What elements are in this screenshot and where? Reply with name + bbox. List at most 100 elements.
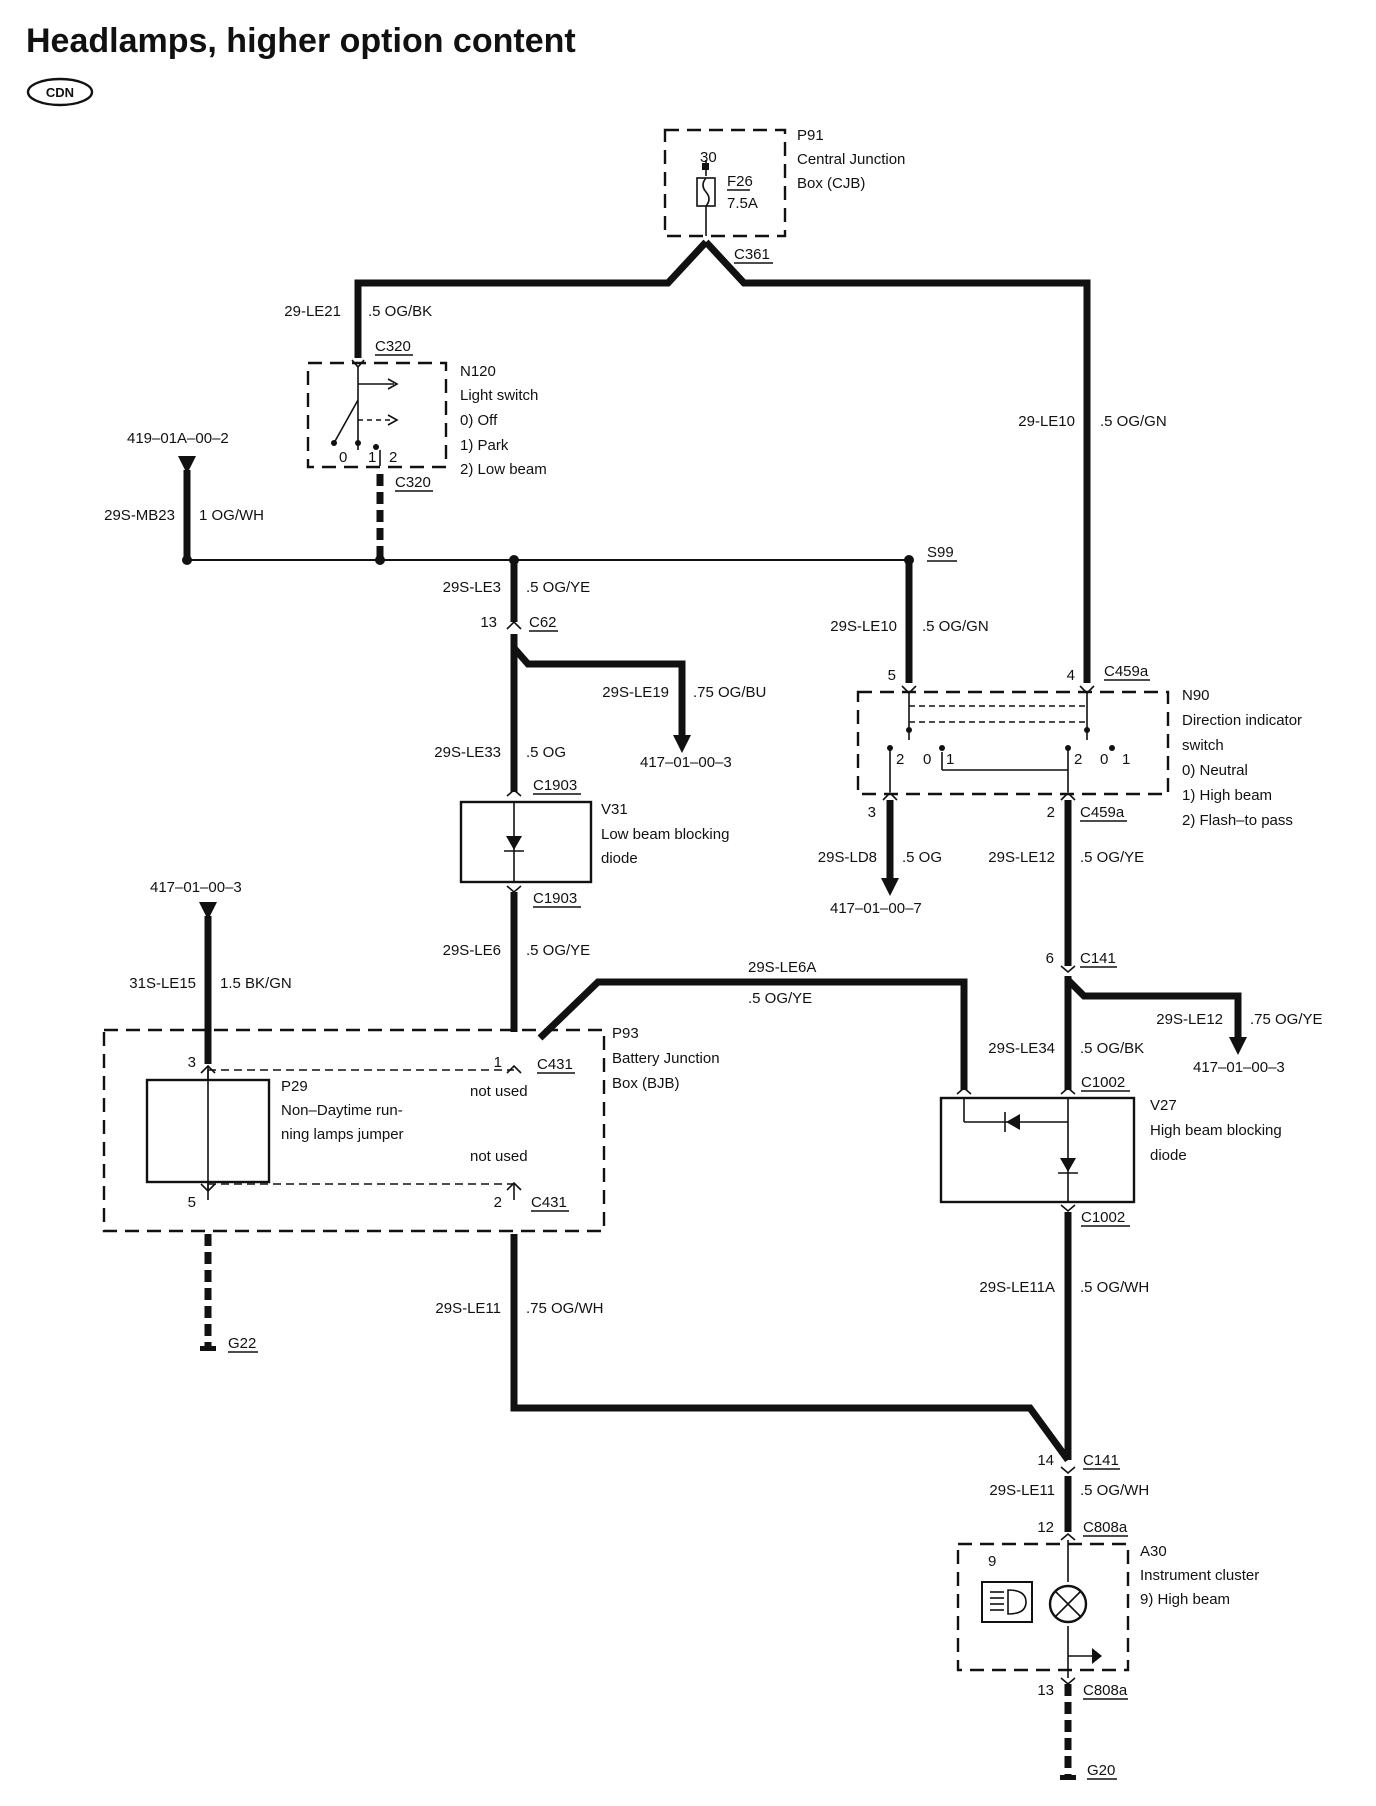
ref-417-le19: 417–01–00–3 — [640, 754, 732, 771]
ref-417-p29: 417–01–00–3 — [150, 879, 242, 896]
wire-le33-spec: .5 OG — [526, 744, 566, 761]
p93-name-line1: Battery Junction — [612, 1050, 720, 1067]
wire-mb23-code: 29S-MB23 — [104, 507, 175, 524]
wire-le33-code: 29S-LE33 — [434, 744, 501, 761]
wire-29s-le12-branch — [1065, 977, 1242, 1040]
n120-opt-0: 0) Off — [460, 412, 498, 429]
connector-c141-bottom: C141 — [1083, 1452, 1119, 1469]
n120-name: Light switch — [460, 387, 538, 404]
ground-g22: G22 — [228, 1335, 256, 1352]
ref-417-le12: 417–01–00–3 — [1193, 1059, 1285, 1076]
wire-le12a-code: 29S-LE12 — [988, 849, 1055, 866]
wire-le11b-code: 29S-LE11 — [989, 1482, 1055, 1499]
wire-le10-code: 29-LE10 — [1018, 413, 1075, 430]
wire-le34-code: 29S-LE34 — [988, 1040, 1055, 1057]
connector-c459a-top: C459a — [1104, 663, 1149, 680]
wire-sle10-code: 29S-LE10 — [830, 618, 897, 635]
wire-le11a-spec: .5 OG/WH — [1080, 1279, 1149, 1296]
connector-c808a-top: C808a — [1083, 1519, 1128, 1536]
c62-pin-13: 13 — [480, 614, 497, 631]
cjb-pin-30: 30 — [700, 149, 717, 166]
market-badge-label: CDN — [46, 85, 74, 100]
n90-pin-3: 3 — [868, 804, 876, 821]
central-junction-box-p91 — [663, 128, 787, 238]
connector-c361: C361 — [734, 246, 770, 263]
light-switch-n120 — [306, 359, 448, 469]
n90-contact-left-1: 1 — [946, 751, 954, 768]
n120-opt-2: 2) Low beam — [460, 461, 547, 478]
arrow-419 — [178, 456, 196, 474]
direction-indicator-switch-n90 — [856, 685, 1170, 796]
wire-le11a-code: 29S-LE11A — [979, 1279, 1055, 1296]
wire-le21-spec: .5 OG/BK — [368, 303, 432, 320]
connector-c1002-top: C1002 — [1081, 1074, 1125, 1091]
p93-not-used-2: not used — [470, 1148, 528, 1165]
connector-c62: C62 — [529, 614, 557, 631]
p93-not-used-1: not used — [470, 1083, 528, 1100]
n90-contact-left-0: 0 — [923, 751, 931, 768]
n90-contact-right-1: 1 — [1122, 751, 1130, 768]
connector-c431-bottom: C431 — [531, 1194, 567, 1211]
p93-pin-3: 3 — [188, 1054, 196, 1071]
high-beam-blocking-diode-v27 — [939, 1086, 1136, 1213]
a30-id: A30 — [1140, 1543, 1167, 1560]
p91-name-line2: Box (CJB) — [797, 175, 865, 192]
n120-id: N120 — [460, 363, 496, 380]
wire-29s-le19 — [511, 645, 686, 738]
n120-pin-0: 0 — [339, 449, 347, 466]
arrow-ld8 — [881, 878, 899, 896]
n90-pin-4: 4 — [1067, 667, 1075, 684]
c808a-pin-13: 13 — [1037, 1682, 1054, 1699]
wire-le19-spec: .75 OG/BU — [693, 684, 766, 701]
wire-le11b-spec: .5 OG/WH — [1080, 1482, 1149, 1499]
fuse-f26-label: F26 — [727, 173, 753, 190]
wire-le3-code: 29S-LE3 — [443, 579, 501, 596]
v27-id: V27 — [1150, 1097, 1177, 1114]
n120-pin-2: 2 — [389, 449, 397, 466]
n120-pin-1: 1 — [368, 449, 376, 466]
page-title: Headlamps, higher option content — [26, 22, 576, 60]
wire-le12a-spec: .5 OG/YE — [1080, 849, 1144, 866]
p93-pin-5: 5 — [188, 1194, 196, 1211]
wire-le6-code: 29S-LE6 — [443, 942, 501, 959]
a30-name: Instrument cluster — [1140, 1567, 1259, 1584]
fuse-rating: 7.5A — [727, 195, 758, 212]
p93-pin-1: 1 — [494, 1054, 502, 1071]
wire-le34-spec: .5 OG/BK — [1080, 1040, 1144, 1057]
v31-name-line2: diode — [601, 850, 638, 867]
wire-le21-code: 29-LE21 — [284, 303, 341, 320]
ref-417-ld8: 417–01–00–7 — [830, 900, 922, 917]
p29-id: P29 — [281, 1078, 308, 1095]
connector-c1002-bottom: C1002 — [1081, 1209, 1125, 1226]
wire-le3-spec: .5 OG/YE — [526, 579, 590, 596]
wire-le11-spec: .75 OG/WH — [526, 1300, 604, 1317]
wire-le12b-code: 29S-LE12 — [1156, 1011, 1223, 1028]
connector-c1903-bottom: C1903 — [533, 890, 577, 907]
c808a-pin-12: 12 — [1037, 1519, 1054, 1536]
a30-pin-9: 9 — [988, 1553, 996, 1570]
connector-c1903-top: C1903 — [533, 777, 577, 794]
arrow-417-p29 — [199, 902, 217, 920]
v31-name-line1: Low beam blocking — [601, 826, 729, 843]
wire-mb23-spec: 1 OG/WH — [199, 507, 264, 524]
n120-opt-1: 1) Park — [460, 437, 509, 454]
connector-c431-top: C431 — [537, 1056, 573, 1073]
p93-pin-2: 2 — [494, 1194, 502, 1211]
n90-id: N90 — [1182, 687, 1210, 704]
market-badge: CDN — [26, 77, 94, 107]
n90-pin-2: 2 — [1047, 804, 1055, 821]
p93-id: P93 — [612, 1025, 639, 1042]
connector-c459a-bottom: C459a — [1080, 804, 1125, 821]
v27-name-line1: High beam blocking — [1150, 1122, 1282, 1139]
wire-ld8-code: 29S-LD8 — [818, 849, 877, 866]
connector-c320-top: C320 — [375, 338, 411, 355]
wire-29s-le11 — [510, 1234, 1071, 1463]
p91-name-line1: Central Junction — [797, 151, 905, 168]
n90-pin-5: 5 — [888, 667, 896, 684]
wire-le6a-code: 29S-LE6A — [748, 959, 816, 976]
jumper-p29 — [145, 1070, 271, 1190]
n90-opt-0: 0) Neutral — [1182, 762, 1248, 779]
wire-le6a-spec: .5 OG/YE — [748, 990, 812, 1007]
p93-name-line2: Box (BJB) — [612, 1075, 680, 1092]
